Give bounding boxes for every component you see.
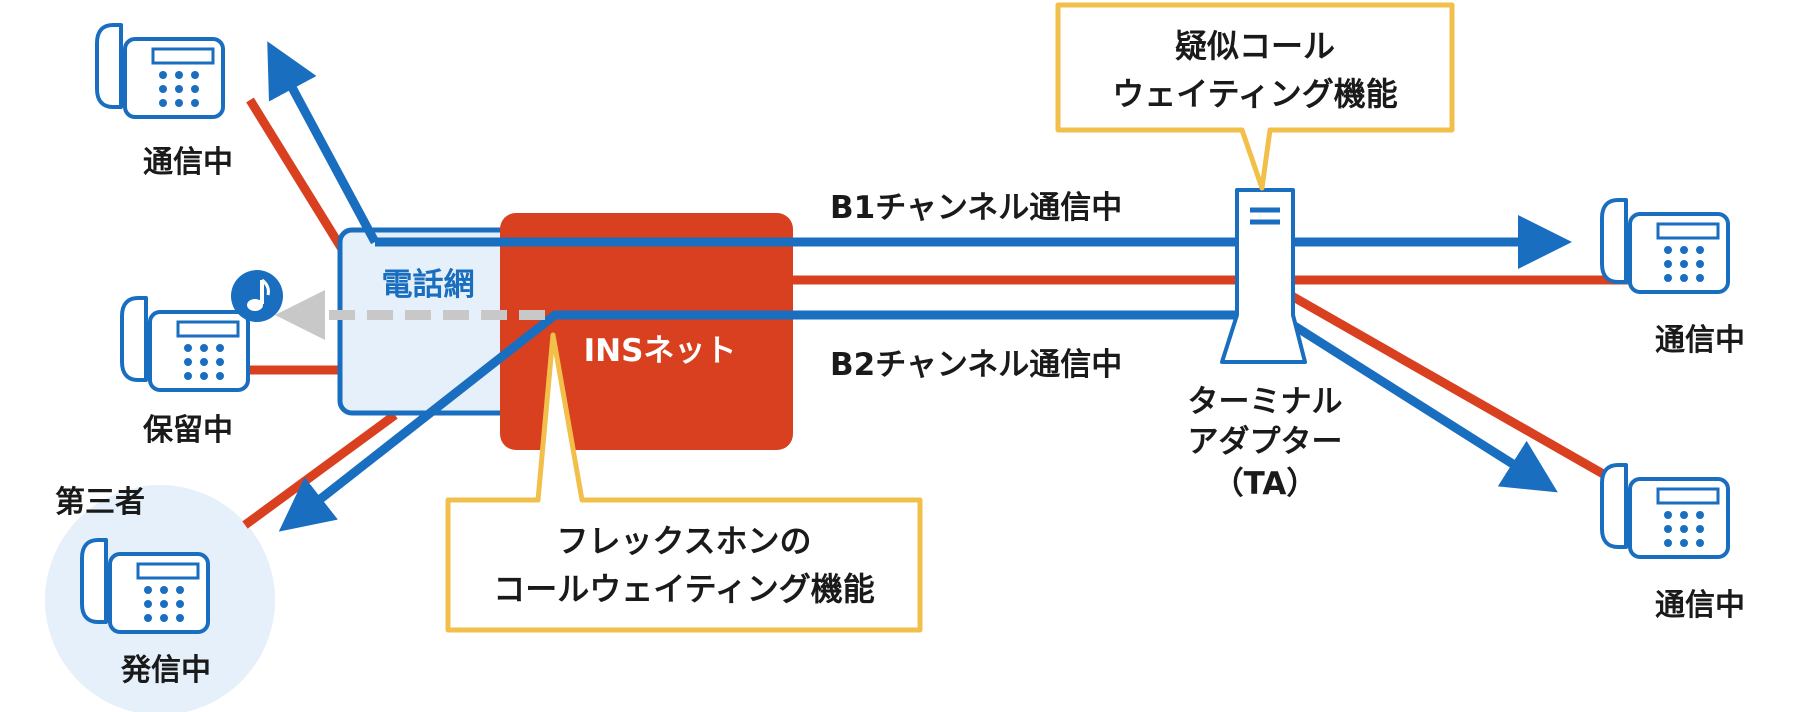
telephone-icon bbox=[80, 538, 210, 634]
ta-label-line1: ターミナル bbox=[1188, 384, 1343, 420]
telephone-network-label: 電話網 bbox=[382, 267, 475, 303]
phone-right-bottom-label: 通信中 bbox=[1655, 588, 1745, 623]
pseudo-cw-line1: 疑似コール bbox=[1175, 27, 1335, 65]
third-party-label: 第三者 bbox=[55, 485, 145, 520]
telephone-icon bbox=[1600, 198, 1730, 294]
phone-right-top-label: 通信中 bbox=[1655, 323, 1745, 358]
ins-net-box bbox=[500, 213, 793, 450]
phone-hold-label: 保留中 bbox=[143, 413, 233, 448]
ins-net-label: INSネット bbox=[584, 333, 737, 369]
ta-label-line3: （TA） bbox=[1213, 466, 1318, 502]
telephone-icon bbox=[1600, 463, 1730, 559]
ta-label-line2: アダプター bbox=[1188, 424, 1343, 460]
telephone-icon bbox=[95, 23, 225, 119]
flexphone-line2: コールウェイティング機能 bbox=[493, 570, 874, 608]
pseudo-cw-line2: ウェイティング機能 bbox=[1112, 75, 1397, 113]
b1-channel-label: B1チャンネル通信中 bbox=[830, 190, 1122, 226]
music-note-icon bbox=[231, 270, 283, 322]
b2-channel-label: B2チャンネル通信中 bbox=[830, 347, 1122, 383]
flexphone-line1: フレックスホンの bbox=[556, 522, 811, 560]
telephone-network-box bbox=[337, 227, 518, 416]
telephone-icon bbox=[120, 296, 250, 392]
phone-caller-label: 発信中 bbox=[120, 653, 211, 688]
phone-top-left-label: 通信中 bbox=[143, 145, 233, 180]
terminal-adapter-icon bbox=[1220, 188, 1307, 364]
pseudo-call-waiting-callout: 疑似コール ウェイティング機能 bbox=[1055, 2, 1455, 191]
flexphone-callout: フレックスホンの コールウェイティング機能 bbox=[445, 332, 923, 633]
blue-channel-lines bbox=[267, 41, 1572, 532]
